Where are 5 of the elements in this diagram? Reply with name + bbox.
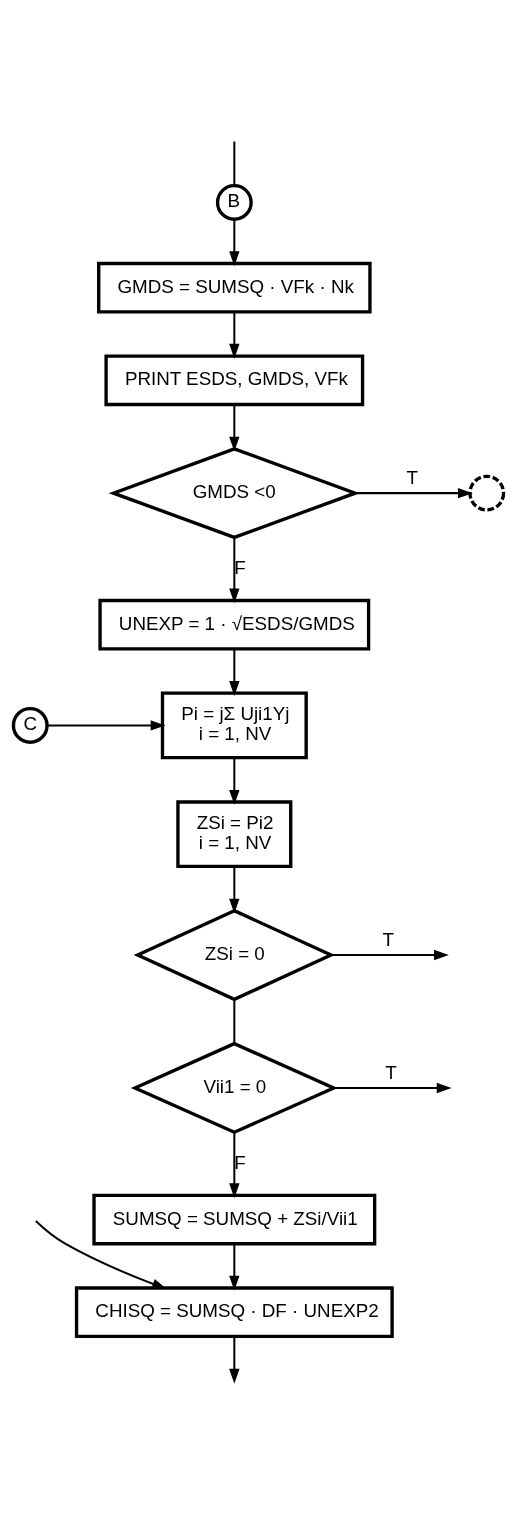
edge-label: T <box>385 1061 397 1083</box>
edge-label: F <box>234 1151 246 1173</box>
edge-label: T <box>382 928 394 950</box>
edge-label: F <box>234 556 246 578</box>
edge-label: T <box>406 467 419 488</box>
